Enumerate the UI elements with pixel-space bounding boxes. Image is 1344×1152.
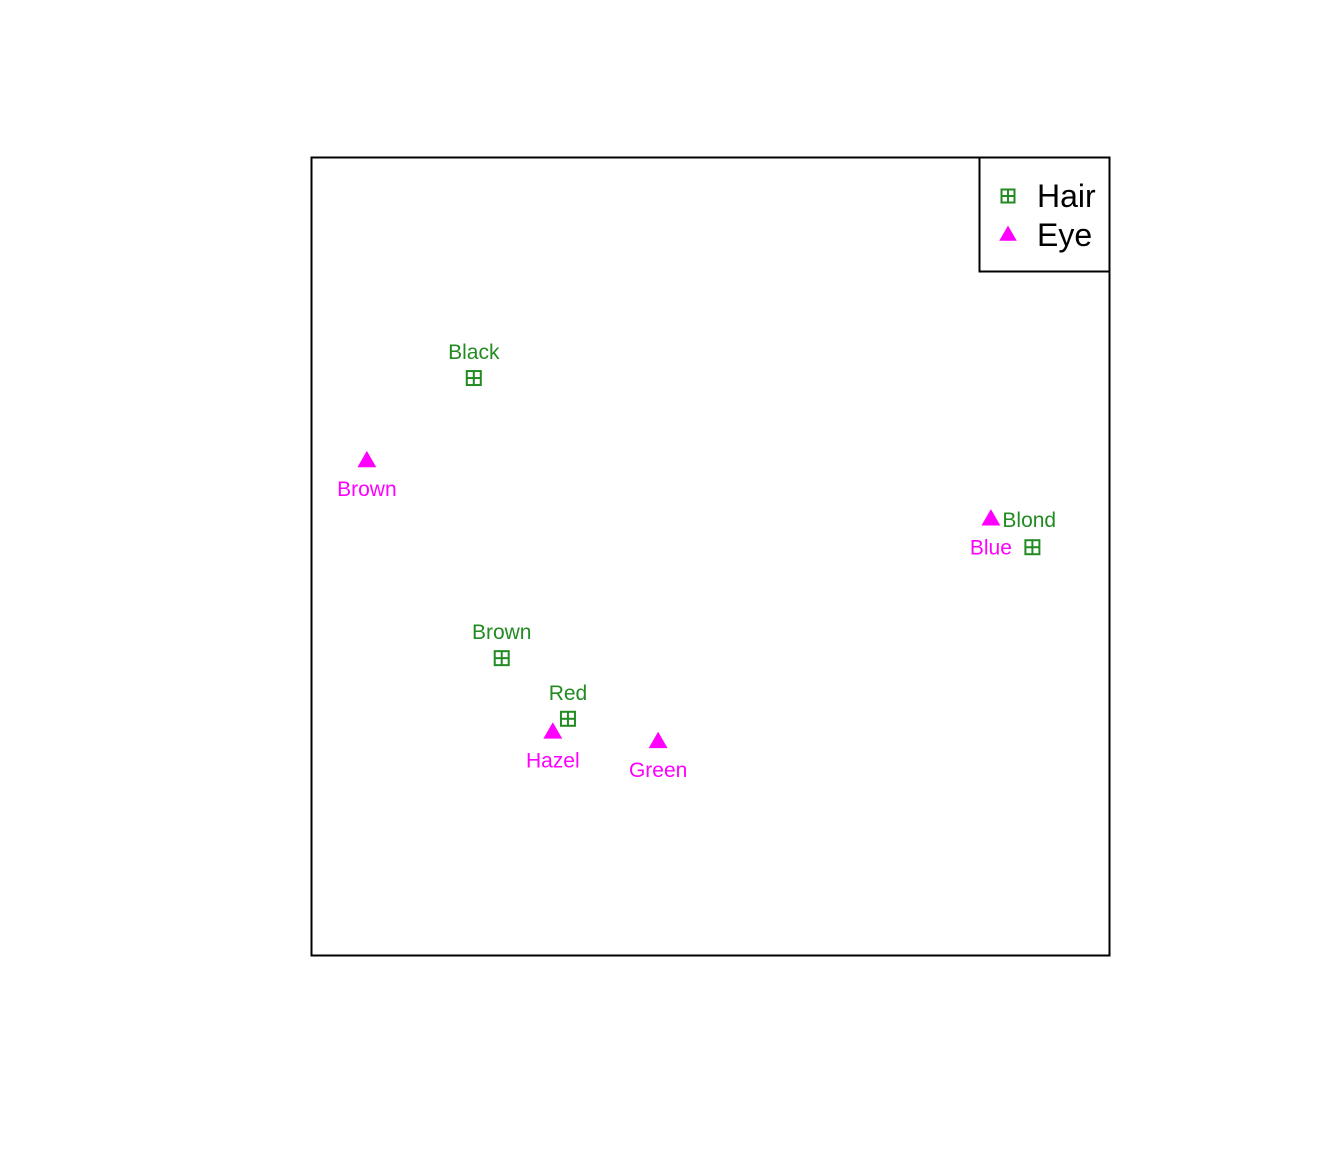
legend-hair-icon [1000, 188, 1016, 204]
hair-brown-label: Brown [472, 621, 532, 644]
hair-black-marker [465, 370, 482, 387]
legend-hair-label: Hair [1037, 178, 1096, 214]
eye-brown-marker [357, 450, 377, 468]
hair-blond-label: Blond [1002, 509, 1056, 532]
eye-brown-label: Brown [337, 478, 397, 501]
eye-hazel-marker [543, 722, 563, 739]
eye-blue-label: Blue [970, 536, 1012, 559]
hair-black-label: Black [448, 341, 500, 364]
legend-eye-label: Eye [1037, 217, 1092, 253]
legend-box [978, 156, 1111, 273]
eye-green-marker [648, 731, 668, 749]
eye-hazel-label: Hazel [526, 749, 580, 772]
eye-green-label: Green [629, 759, 687, 782]
legend-eye-icon [999, 225, 1017, 241]
hair-red-marker [559, 710, 576, 727]
hair-red-label: Red [549, 682, 588, 705]
plot-frame [310, 156, 1111, 957]
hair-brown-marker [493, 650, 510, 667]
hair-blond-marker [1024, 539, 1041, 556]
eye-blue-marker [981, 509, 1001, 526]
